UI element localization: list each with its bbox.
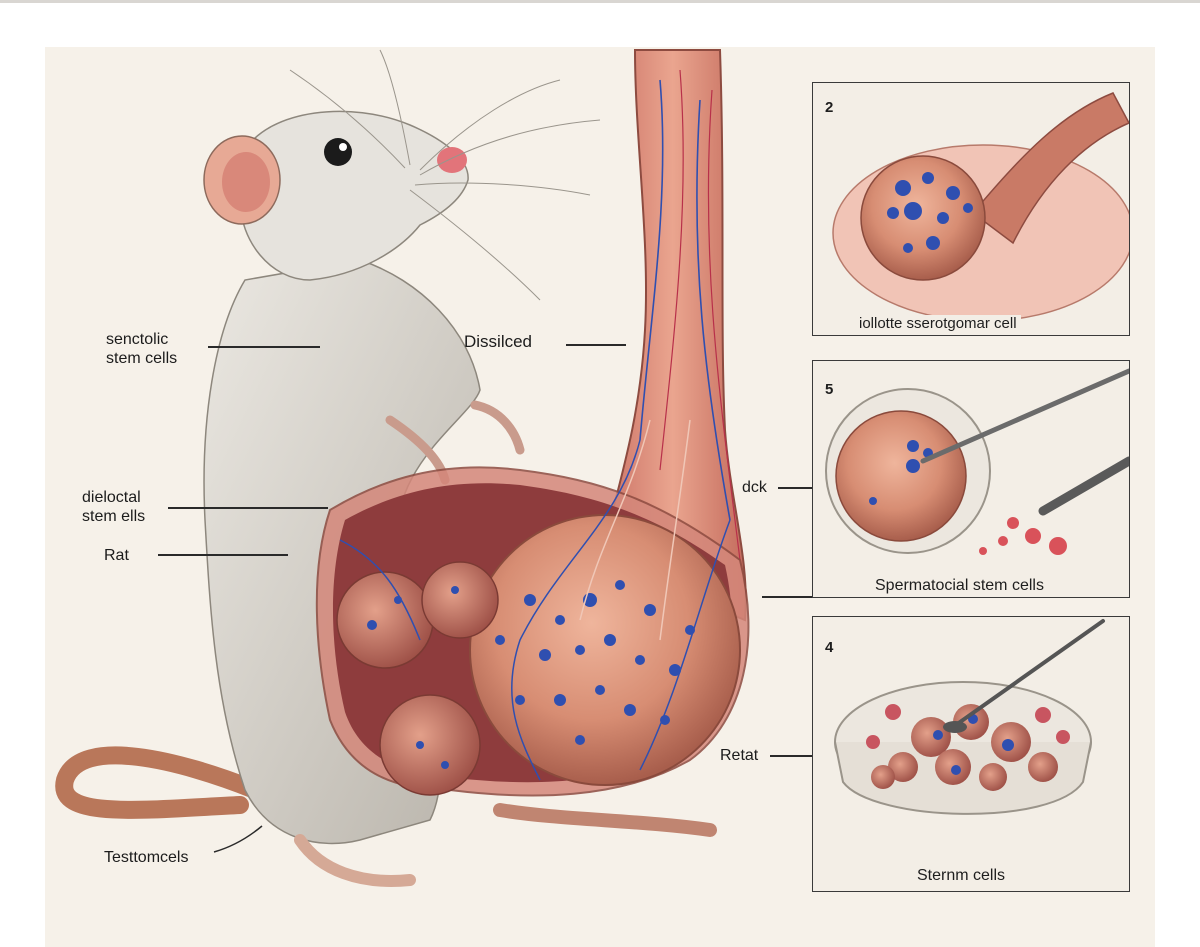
rat-tail bbox=[55, 746, 264, 819]
label-retat: Retat bbox=[720, 747, 759, 764]
rat-whiskers bbox=[289, 49, 601, 301]
top-rule bbox=[0, 0, 1200, 3]
panel-5-illustration bbox=[825, 368, 1129, 555]
panel-5-number: 5 bbox=[825, 381, 834, 398]
panel-5-caption: Spermatocial stem cells bbox=[875, 577, 1044, 594]
leader-panel-link bbox=[762, 596, 812, 598]
testis-small-2 bbox=[421, 561, 499, 639]
testis-small-1 bbox=[336, 571, 434, 669]
label-senctolic-stem-cells: senctolic stem cells bbox=[106, 331, 178, 367]
label-dissilced: Dissilced bbox=[464, 332, 533, 351]
testis-large bbox=[469, 514, 741, 786]
panel-4-illustration bbox=[834, 619, 1105, 815]
label-dieloctal-stem-ells: dieloctal stem ells bbox=[82, 489, 146, 525]
rat-eye bbox=[324, 138, 352, 166]
panel-2-caption: iollotte sserotgomar cell bbox=[855, 315, 1021, 332]
rat-hind-foot bbox=[294, 834, 416, 887]
panel-5: 5 Spermatocial stem cells bbox=[812, 360, 1130, 598]
leader-rat bbox=[158, 554, 288, 556]
panel-4-caption: Sternm cells bbox=[917, 867, 1006, 884]
testis-small-3 bbox=[379, 694, 481, 796]
rat-hind-foot-right bbox=[493, 803, 717, 837]
leader-dissilced bbox=[566, 344, 626, 346]
rat-nose bbox=[437, 147, 467, 173]
leader-dck bbox=[778, 487, 812, 489]
leader-senctolic bbox=[208, 346, 320, 348]
panel-2-illustration bbox=[832, 92, 1129, 322]
panel-4: 4 Sternm cells bbox=[812, 616, 1130, 892]
label-testtomcels: Testtomcels bbox=[104, 849, 189, 866]
leader-dieloctal bbox=[168, 507, 328, 509]
label-dck: dck bbox=[742, 479, 767, 496]
panel-4-number: 4 bbox=[825, 639, 834, 656]
panel-2-number: 2 bbox=[825, 99, 834, 116]
panel-2: 2 iollotte sserotgomar cell bbox=[812, 82, 1130, 336]
label-rat: Rat bbox=[104, 547, 129, 564]
rat-head bbox=[239, 110, 469, 281]
leader-retat bbox=[770, 755, 812, 757]
